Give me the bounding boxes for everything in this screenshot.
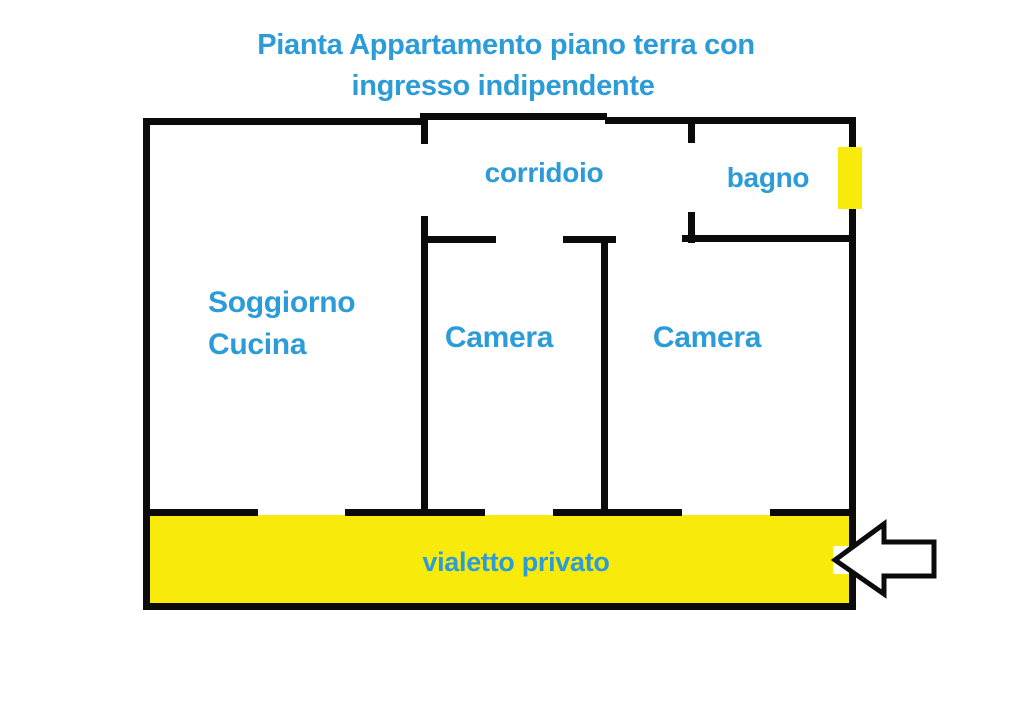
wall-corridor-bottom-segment-1 [421, 236, 496, 243]
wall-soggiorno-divider-top-stub [421, 118, 428, 144]
room-label-bagno: bagno [726, 162, 810, 193]
wall-outer-bottom [143, 603, 856, 610]
room-label-corridoio: corridoio [484, 157, 604, 188]
wall-camera-divider [601, 239, 608, 516]
wall-rooms-bottom-segment-4 [770, 509, 856, 516]
wall-outer-top-middle-segment [420, 113, 607, 120]
wall-rooms-bottom-segment-3 [553, 509, 682, 516]
wall-bagno-divider-bottom-stub [688, 212, 695, 243]
wall-outer-left [143, 118, 150, 610]
vialetto-privato-area [150, 515, 849, 603]
plan-title-line1: Pianta Appartamento piano terra con [257, 29, 755, 61]
room-label-camera-2: Camera [652, 321, 762, 354]
room-label-soggiorno: Soggiorno [208, 286, 356, 319]
wall-bagno-divider-top-stub [688, 118, 695, 143]
wall-outer-right [849, 118, 856, 610]
wall-outer-top-right-segment [605, 117, 856, 124]
wall-bagno-bottom [682, 235, 856, 242]
wall-rooms-bottom-segment-2 [345, 509, 485, 516]
wall-rooms-bottom-segment-1 [143, 509, 258, 516]
room-label-camera-1: Camera [444, 321, 554, 354]
yellow-window-marker [838, 147, 862, 209]
outdoor-label-vialetto-privato: vialetto privato [422, 547, 610, 577]
wall-soggiorno-divider-main [421, 216, 428, 516]
plan-title-line2: ingresso indipendente [351, 70, 655, 102]
wall-corridor-bottom-segment-2 [563, 236, 616, 243]
wall-outer-top-left-segment [143, 118, 421, 125]
entrance-arrow-icon [830, 519, 937, 599]
room-label-cucina: Cucina [208, 328, 307, 361]
